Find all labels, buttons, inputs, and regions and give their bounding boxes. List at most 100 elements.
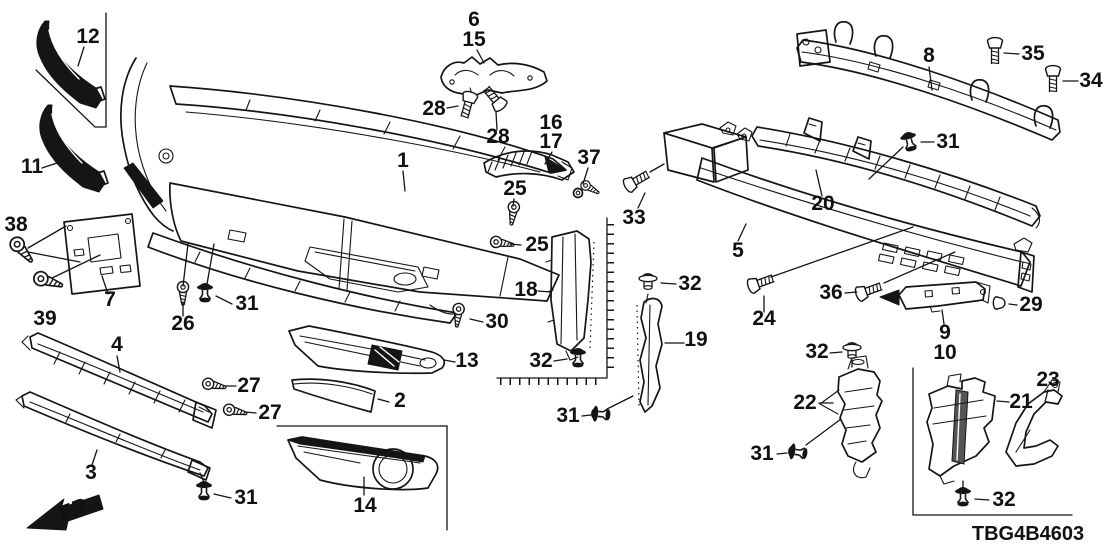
part-13-fog-light-garnish-left	[288, 325, 446, 375]
fasteners	[6, 36, 1062, 508]
callout-9[interactable]: 9	[939, 321, 951, 344]
callout-32-b[interactable]: 32	[678, 272, 701, 295]
callout-7[interactable]: 7	[104, 288, 116, 311]
callout-31-d[interactable]: 31	[936, 130, 960, 153]
callout-29[interactable]: 29	[1019, 293, 1042, 316]
callout-31-b[interactable]: 31	[234, 486, 258, 509]
part-16-17-bumper-stay-bracket	[483, 150, 575, 181]
callout-31-c[interactable]: 31	[556, 404, 580, 427]
callout-2[interactable]: 2	[394, 389, 406, 412]
callout-labels: 12 11 38 39 7 26 31 4 27 27 3 31 6 15 28…	[4, 8, 1103, 517]
callout-25-b[interactable]: 25	[525, 233, 549, 256]
callout-31-e[interactable]: 31	[750, 442, 774, 465]
callout-30[interactable]: 30	[485, 310, 508, 333]
callout-4[interactable]: 4	[111, 333, 123, 356]
fastener-28-b	[479, 82, 510, 115]
fastener-32-c	[842, 342, 862, 359]
part-21-fog-bracket-boxed	[926, 373, 996, 485]
callout-1[interactable]: 1	[397, 149, 409, 172]
part-22-fog-bracket-assembly	[819, 355, 883, 479]
callout-32-c[interactable]: 32	[805, 340, 828, 363]
callout-20[interactable]: 20	[811, 192, 834, 215]
fastener-31-e	[785, 441, 810, 463]
callout-17[interactable]: 17	[539, 130, 562, 153]
fastener-30	[450, 302, 466, 329]
fastener-25-b	[488, 234, 516, 252]
callout-10[interactable]: 10	[933, 341, 956, 364]
callout-23[interactable]: 23	[1036, 368, 1059, 391]
fastener-28-a	[456, 89, 480, 121]
part-12-front-grille-trim-upper	[36, 20, 106, 109]
fastener-31-b	[195, 480, 213, 502]
callout-15[interactable]: 15	[462, 28, 486, 51]
part-14-subassembly-box	[276, 425, 448, 531]
callout-35[interactable]: 35	[1021, 42, 1045, 65]
part-2-front-bumper-corner-trim	[291, 378, 376, 413]
boundary-lines-radiator-area	[496, 217, 614, 385]
fastener-32-d	[954, 486, 972, 508]
part-5-front-bumper-beam-lower	[663, 121, 1035, 293]
callout-11[interactable]: 11	[21, 155, 44, 178]
fr-direction-indicator: FR.	[26, 492, 104, 531]
fastener-32-b	[638, 273, 658, 290]
callout-38[interactable]: 38	[4, 213, 28, 236]
fr-arrow-icon	[26, 494, 104, 531]
fastener-27-a	[200, 376, 228, 394]
callout-28-b[interactable]: 28	[486, 125, 510, 148]
diagram-code: TBG4B4603	[972, 523, 1084, 545]
fastener-24	[745, 270, 777, 295]
part-8-bumper-beam-upper	[796, 20, 1061, 141]
callout-27-a[interactable]: 27	[237, 374, 260, 397]
part-14-fog-light-garnish-boxed	[287, 436, 439, 491]
fastener-35	[986, 36, 1004, 65]
callout-31-a[interactable]: 31	[235, 292, 259, 315]
callout-26[interactable]: 26	[171, 312, 194, 335]
callout-34[interactable]: 34	[1079, 69, 1103, 92]
part-6-15-beam-side-bracket	[440, 56, 548, 97]
fastener-32-a	[569, 347, 587, 369]
callout-36[interactable]: 36	[819, 281, 842, 304]
callout-21[interactable]: 21	[1009, 390, 1033, 413]
leader-lines	[27, 12, 1079, 501]
callout-18[interactable]: 18	[514, 278, 538, 301]
callout-27-b[interactable]: 27	[258, 401, 281, 424]
part-4-front-grille-lower	[21, 332, 217, 429]
part-20-bumper-absorber	[751, 117, 1041, 229]
fr-label: FR.	[56, 492, 96, 526]
fastener-27-b	[221, 402, 249, 420]
callout-14[interactable]: 14	[353, 494, 377, 517]
callout-28-a[interactable]: 28	[422, 97, 446, 120]
part-1-front-bumper-face	[120, 57, 567, 324]
callout-8[interactable]: 8	[923, 44, 935, 67]
fastener-38	[6, 233, 38, 267]
callout-19[interactable]: 19	[684, 328, 707, 351]
fastener-29	[992, 296, 1006, 310]
part-7-license-plate-base	[63, 213, 141, 295]
part-18-radiator-air-guide	[545, 230, 595, 361]
part-21-23-subassembly-box	[912, 367, 1073, 516]
part-9-10-side-bracket	[879, 281, 991, 313]
callout-24[interactable]: 24	[752, 307, 776, 330]
fastener-39	[31, 268, 66, 294]
callout-32-a[interactable]: 32	[529, 349, 552, 372]
callout-33[interactable]: 33	[622, 206, 645, 229]
part-23-fog-bracket-boxed	[1005, 379, 1063, 467]
callout-16[interactable]: 16	[539, 111, 562, 134]
callout-39[interactable]: 39	[33, 307, 56, 330]
part-19-air-guide-side	[636, 293, 663, 413]
part-3-front-bumper-lower-trim	[15, 391, 211, 481]
callout-13[interactable]: 13	[455, 349, 478, 372]
callout-25-a[interactable]: 25	[503, 177, 527, 200]
fastener-33	[620, 166, 653, 195]
callout-32-d[interactable]: 32	[992, 488, 1015, 511]
fastener-31-d	[898, 129, 921, 154]
fastener-34	[1044, 64, 1062, 93]
part-11-front-grille-trim-lower	[39, 104, 109, 193]
callout-12[interactable]: 12	[76, 25, 99, 48]
callout-3[interactable]: 3	[85, 461, 97, 484]
callout-5[interactable]: 5	[732, 239, 744, 262]
callout-6[interactable]: 6	[468, 8, 480, 31]
callout-22[interactable]: 22	[793, 391, 816, 414]
callout-37[interactable]: 37	[577, 146, 600, 169]
